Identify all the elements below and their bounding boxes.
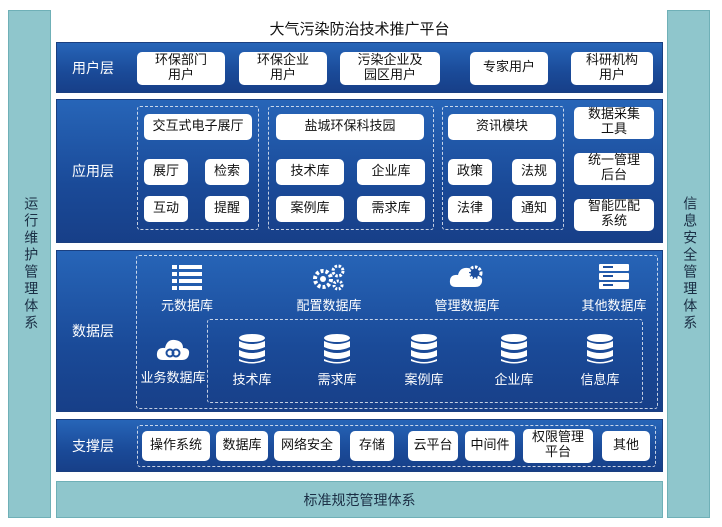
app-side-item: 数据采集 工具 xyxy=(574,107,654,139)
app-item: 互动 xyxy=(144,196,188,222)
page-title: 大气污染防治技术推广平台 xyxy=(269,20,450,38)
db-label: 信息库 xyxy=(580,373,620,388)
db-label: 其他数据库 xyxy=(581,299,647,314)
user-item: 污染企业及 园区用户 xyxy=(340,52,440,85)
app-side-item: 统一管理 后台 xyxy=(574,153,654,185)
db-label: 案例库 xyxy=(404,373,444,388)
database-icon xyxy=(587,334,613,364)
db-item: 其他数据库 xyxy=(569,263,659,314)
support-frame xyxy=(137,425,656,467)
db-label: 企业库 xyxy=(494,373,534,388)
user-item: 环保企业 用户 xyxy=(239,52,327,85)
support-item: 操作系统 xyxy=(142,431,210,461)
cloud-gear-icon xyxy=(449,265,483,287)
database-icon xyxy=(501,334,527,364)
bottom-standards-bar: 标准规范管理体系 xyxy=(56,481,663,518)
app-item: 法规 xyxy=(512,159,556,185)
app-group-title: 盐城环保科技园 xyxy=(276,114,424,140)
user-layer-label: 用户层 xyxy=(72,60,114,77)
app-layer-label: 应用层 xyxy=(72,164,114,180)
db-item: 案例库 xyxy=(389,333,459,388)
app-item: 案例库 xyxy=(276,196,344,222)
app-group-title: 资讯模块 xyxy=(448,114,556,140)
db-label: 配置数据库 xyxy=(296,299,362,314)
support-layer: 支撑层 操作系统 数据库 网络安全 存储 云平台 中间件 权限管理 平台 其他 xyxy=(56,419,663,472)
gears-icon xyxy=(313,264,345,291)
db-label: 元数据库 xyxy=(160,299,213,314)
cloud-link-icon xyxy=(156,339,190,360)
list-icon xyxy=(172,265,202,290)
data-layer-label: 数据层 xyxy=(72,324,114,340)
bottom-bar-label: 标准规范管理体系 xyxy=(303,492,416,509)
app-side-item: 智能匹配 系统 xyxy=(574,199,654,231)
user-item: 专家用户 xyxy=(470,52,548,85)
app-layer: 应用层 交互式电子展厅 展厅 检索 互动 提醒 盐城环保科技园 技术库 企业库 … xyxy=(56,99,663,243)
db-item: 企业库 xyxy=(479,333,549,388)
app-item: 政策 xyxy=(448,159,492,185)
db-item: 元数据库 xyxy=(142,263,232,314)
server-icon xyxy=(599,264,629,289)
app-item: 展厅 xyxy=(144,159,188,185)
app-group-news xyxy=(442,106,564,230)
app-item: 需求库 xyxy=(357,196,425,222)
data-outer-frame xyxy=(136,255,658,409)
app-group-exhibit xyxy=(137,106,259,230)
data-layer: 数据层 元数据库 配置数据库 管理数据库 xyxy=(56,250,663,412)
app-item: 通知 xyxy=(512,196,556,222)
app-item: 法律 xyxy=(448,196,492,222)
db-item: 管理数据库 xyxy=(417,263,517,314)
user-item: 环保部门 用户 xyxy=(137,52,225,85)
app-group-park xyxy=(268,106,434,230)
db-item: 信息库 xyxy=(565,333,635,388)
app-item: 提醒 xyxy=(205,196,249,222)
support-item: 其他 xyxy=(602,431,650,461)
app-item: 企业库 xyxy=(357,159,425,185)
database-icon xyxy=(411,334,437,364)
user-item: 科研机构 用户 xyxy=(571,52,653,85)
left-side-label: 运行维护管理体系 xyxy=(22,196,39,332)
support-item: 云平台 xyxy=(408,431,458,461)
db-item: 技术库 xyxy=(217,333,287,388)
user-layer: 用户层 环保部门 用户 环保企业 用户 污染企业及 园区用户 专家用户 科研机构… xyxy=(56,42,663,93)
db-label: 需求库 xyxy=(317,373,357,388)
support-item: 权限管理 平台 xyxy=(523,429,593,463)
support-item: 网络安全 xyxy=(274,431,340,461)
app-item: 技术库 xyxy=(276,159,344,185)
db-label: 技术库 xyxy=(232,373,272,388)
support-item: 存储 xyxy=(350,431,394,461)
db-item: 配置数据库 xyxy=(279,263,379,314)
data-inner-frame xyxy=(207,319,643,403)
app-group-title: 交互式电子展厅 xyxy=(144,114,252,140)
database-icon xyxy=(239,334,265,364)
app-item: 检索 xyxy=(205,159,249,185)
database-icon xyxy=(324,334,350,364)
db-item: 业务数据库 xyxy=(131,335,215,386)
support-item: 中间件 xyxy=(465,431,515,461)
support-layer-label: 支撑层 xyxy=(72,438,114,455)
db-label: 业务数据库 xyxy=(140,371,206,386)
right-side-bar: 信息安全管理体系 xyxy=(667,10,710,518)
db-label: 管理数据库 xyxy=(434,299,500,314)
db-item: 需求库 xyxy=(302,333,372,388)
right-side-label: 信息安全管理体系 xyxy=(681,196,698,332)
left-side-bar: 运行维护管理体系 xyxy=(8,10,51,518)
support-item: 数据库 xyxy=(216,431,268,461)
